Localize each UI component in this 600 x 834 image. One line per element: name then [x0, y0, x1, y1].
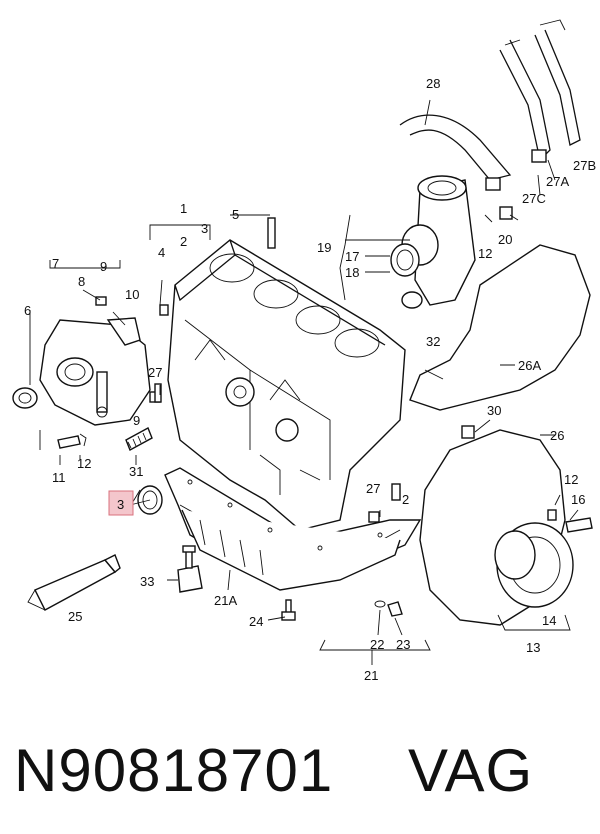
label-27bb: 27B — [573, 158, 596, 173]
label-23: 23 — [396, 637, 410, 652]
engine-block — [167, 239, 406, 531]
label-7: 7 — [52, 256, 59, 271]
front-seal-flange — [12, 296, 151, 426]
label-14: 14 — [542, 613, 556, 628]
label-30: 30 — [487, 403, 501, 418]
label-13: 13 — [526, 640, 540, 655]
label-31: 31 — [129, 464, 143, 479]
drain-plug — [281, 599, 403, 621]
label-27a: 27 — [148, 365, 162, 380]
label-27ab: 27A — [546, 174, 569, 189]
crankcase-breather — [390, 175, 513, 309]
label-5: 5 — [232, 207, 239, 222]
label-11: 11 — [52, 470, 66, 485]
label-24: 24 — [249, 614, 263, 629]
breather-hoses — [399, 19, 581, 191]
label-22: 22 — [370, 637, 384, 652]
exploded-parts-diagram: 1 2 3 4 5 6 7 8 9 9 10 11 12 12 12 13 14… — [12, 19, 596, 683]
part-labels: 1 2 3 4 5 6 7 8 9 9 10 11 12 12 12 13 14… — [24, 76, 596, 683]
label-3-highlighted: 3 — [117, 497, 124, 512]
label-27b: 27 — [366, 481, 380, 496]
highlight-box-part-3 — [108, 490, 134, 516]
label-25: 25 — [68, 609, 82, 624]
label-12a: 12 — [77, 456, 91, 471]
label-27c: 27C — [522, 191, 546, 206]
label-8: 8 — [78, 274, 85, 289]
label-21: 21 — [364, 668, 378, 683]
label-28: 28 — [426, 76, 440, 91]
label-32: 32 — [426, 334, 440, 349]
label-26a: 26A — [518, 358, 541, 373]
rear-seal-flange — [494, 509, 593, 608]
label-19: 19 — [317, 240, 331, 255]
label-16: 16 — [571, 492, 585, 507]
label-2b: 2 — [402, 492, 409, 507]
sealant-tube — [27, 554, 121, 611]
gasket-26a — [409, 244, 591, 411]
label-3: 3 — [201, 221, 208, 236]
label-2: 2 — [180, 234, 187, 249]
label-12b: 12 — [478, 246, 492, 261]
label-33: 33 — [140, 574, 154, 589]
label-17: 17 — [345, 249, 359, 264]
label-1: 1 — [180, 201, 187, 216]
label-21a: 21A — [214, 593, 237, 608]
label-18: 18 — [345, 265, 359, 280]
oil-level-sensor — [177, 545, 203, 593]
label-6: 6 — [24, 303, 31, 318]
brand-name: VAG — [407, 737, 534, 804]
pan-bolts — [368, 425, 475, 523]
label-10: 10 — [125, 287, 139, 302]
caption: N90818701 VAG — [14, 726, 594, 816]
label-9b: 9 — [133, 413, 140, 428]
label-20: 20 — [498, 232, 512, 247]
label-26: 26 — [550, 428, 564, 443]
label-12c: 12 — [564, 472, 578, 487]
left-small-parts — [57, 217, 276, 515]
label-4: 4 — [158, 245, 165, 260]
oil-pan — [164, 467, 422, 591]
part-number: N90818701 — [14, 737, 334, 804]
label-9a: 9 — [100, 259, 107, 274]
